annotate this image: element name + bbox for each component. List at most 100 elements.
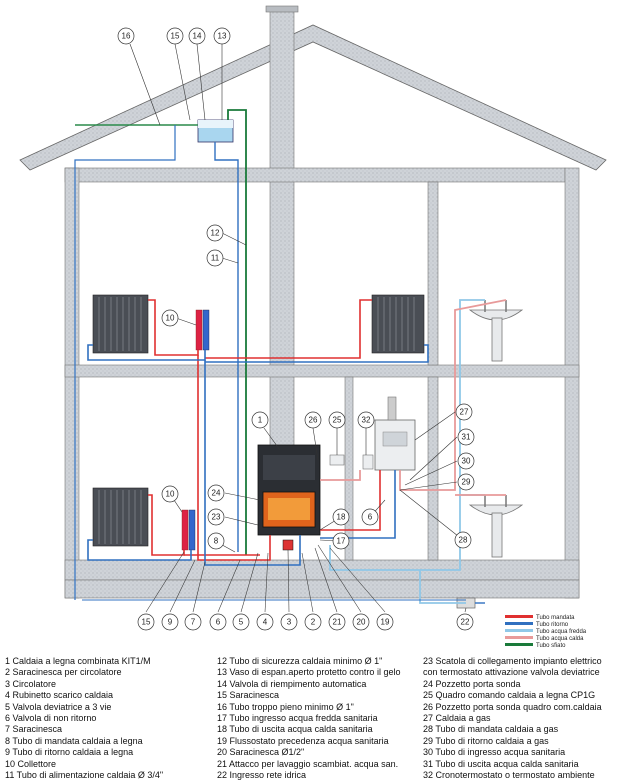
sink-lower — [468, 495, 524, 558]
manifold-lower — [181, 509, 189, 551]
callout-marker: 29 — [457, 473, 475, 491]
roof — [19, 24, 607, 171]
parts-legend-item: 29 Tubo di ritorno caldaia a gas — [423, 735, 549, 746]
pipe-legend-label: Tubo ritorno — [536, 622, 569, 628]
callout-marker: 24 — [207, 484, 225, 502]
parts-legend-col2: 12 Tubo di sicurezza caldaia minimo Ø 1"… — [217, 656, 400, 781]
parts-legend-item: 26 Pozzetto porta sonda quadro com.calda… — [423, 701, 602, 712]
parts-legend-col3: 23 Scatola di collegamento impianto elet… — [423, 656, 602, 781]
callout-marker: 17 — [332, 532, 350, 550]
callout-marker: 27 — [455, 403, 473, 421]
parts-legend-item: 5 Valvola deviatrice a 3 vie — [5, 701, 112, 712]
callout-number: 7 — [191, 618, 196, 627]
parts-legend-item: 8 Tubo di mandata caldaia a legna — [5, 735, 143, 746]
callout-marker: 9 — [161, 613, 179, 631]
parts-legend-item: 25 Quadro comando caldaia a legna CP1G — [423, 690, 596, 701]
callout-marker: 10 — [161, 309, 179, 327]
radiator-lower-left — [92, 487, 149, 547]
callout-number: 30 — [462, 457, 471, 466]
callout-number: 21 — [333, 618, 342, 627]
pipe-legend: Tubo mandata Tubo ritorno Tubo acqua fre… — [505, 615, 587, 649]
callout-marker: 18 — [332, 508, 350, 526]
parts-legend-item: 17 Tubo ingresso acqua fredda sanitaria — [217, 713, 378, 724]
pipe-legend-swatch — [505, 629, 533, 632]
pipe-legend-label: Tubo mandata — [536, 615, 575, 621]
parts-legend-item: 15 Saracinesca — [217, 690, 280, 701]
callout-marker: 23 — [207, 508, 225, 526]
callout-marker: 6 — [361, 508, 379, 526]
parts-legend-item: 22 Ingresso rete idrica — [217, 770, 307, 781]
parts-legend-item: 30 Tubo di ingresso acqua sanitaria — [423, 747, 566, 758]
callout-number: 26 — [309, 416, 318, 425]
parts-legend-item: 16 Tubo troppo pieno minimo Ø 1" — [217, 701, 354, 712]
callout-number: 4 — [263, 618, 268, 627]
callout-number: 1 — [258, 416, 263, 425]
callout-number: 10 — [166, 314, 175, 323]
callout-marker: 12 — [206, 224, 224, 242]
ground-floor — [64, 559, 580, 581]
callout-marker: 8 — [207, 532, 225, 550]
pipe-legend-swatch — [505, 615, 533, 618]
left-wall — [64, 167, 80, 599]
callout-number: 14 — [193, 32, 202, 41]
callout-marker: 4 — [256, 613, 274, 631]
callout-number: 27 — [460, 408, 469, 417]
callout-number: 23 — [212, 513, 221, 522]
heating-system-diagram: 1615141312111012625322731302924231817628… — [19, 5, 607, 649]
parts-legend-item: 10 Collettore — [5, 758, 57, 769]
callout-number: 15 — [171, 32, 180, 41]
callout-number: 16 — [122, 32, 131, 41]
right-wall — [564, 167, 580, 599]
callout-number: 17 — [337, 537, 346, 546]
parts-legend-item: 11 Tubo di alimentazione caldaia Ø 3/4" — [5, 770, 164, 781]
parts-legend-item: 18 Tubo di uscita acqua calda sanitaria — [217, 724, 373, 735]
control-panel — [329, 454, 345, 466]
callout-marker: 22 — [456, 613, 474, 631]
parts-legend-item: 32 Cronotermostato o termostato ambiente — [423, 770, 595, 781]
parts-legend-item: con termostato attivazione valvola devia… — [423, 667, 600, 678]
callout-number: 32 — [362, 416, 371, 425]
attic-floor — [64, 167, 566, 183]
parts-legend-item: 13 Vaso di espan.aperto protetto contro … — [217, 667, 401, 678]
manifold-upper — [195, 309, 203, 351]
callout-marker: 21 — [328, 613, 346, 631]
pipe-legend-swatch — [505, 622, 533, 625]
callout-marker: 10 — [161, 485, 179, 503]
callout-number: 24 — [212, 489, 221, 498]
callout-number: 12 — [211, 229, 220, 238]
parts-legend-item: 31 Tubo di uscita acqua calda sanitaria — [423, 758, 579, 769]
thermostat — [362, 454, 374, 470]
callout-marker: 31 — [457, 428, 475, 446]
callout-marker: 19 — [376, 613, 394, 631]
sink-upper — [468, 300, 524, 362]
callout-number: 6 — [368, 513, 373, 522]
callout-number: 5 — [239, 618, 244, 627]
callout-number: 15 — [142, 618, 151, 627]
callout-marker: 15 — [166, 27, 184, 45]
callout-marker: 1 — [251, 411, 269, 429]
parts-legend-item: 24 Pozzetto porta sonda — [423, 678, 521, 689]
parts-legend-item: 14 Valvola di riempimento automatica — [217, 678, 367, 689]
callout-number: 8 — [214, 537, 219, 546]
parts-legend-item: 27 Caldaia a gas — [423, 713, 491, 724]
parts-legend-item: 20 Saracinesca Ø1/2" — [217, 747, 305, 758]
callout-number: 10 — [166, 490, 175, 499]
callout-marker: 14 — [188, 27, 206, 45]
callout-number: 6 — [216, 618, 221, 627]
callout-number: 25 — [333, 416, 342, 425]
parts-legend-item: 4 Rubinetto scarico caldaia — [5, 690, 114, 701]
callout-number: 11 — [211, 254, 220, 263]
pipe-legend-label: Tubo acqua fredda — [536, 629, 587, 635]
callout-marker: 13 — [213, 27, 231, 45]
callout-marker: 2 — [304, 613, 322, 631]
callout-marker: 15 — [137, 613, 155, 631]
parts-legend-item: 21 Attacco per lavaggio scambiat. acqua … — [217, 758, 399, 769]
callout-number: 18 — [337, 513, 346, 522]
parts-legend-item: 23 Scatola di collegamento impianto elet… — [423, 656, 602, 666]
parts-legend-item: 9 Tubo di ritorno caldaia a legna — [5, 747, 134, 758]
callout-marker: 7 — [184, 613, 202, 631]
callout-marker: 28 — [454, 531, 472, 549]
gas-boiler — [374, 396, 416, 471]
callout-marker: 26 — [304, 411, 322, 429]
parts-legend-item: 19 Flussostato precedenza acqua sanitari… — [217, 735, 389, 746]
